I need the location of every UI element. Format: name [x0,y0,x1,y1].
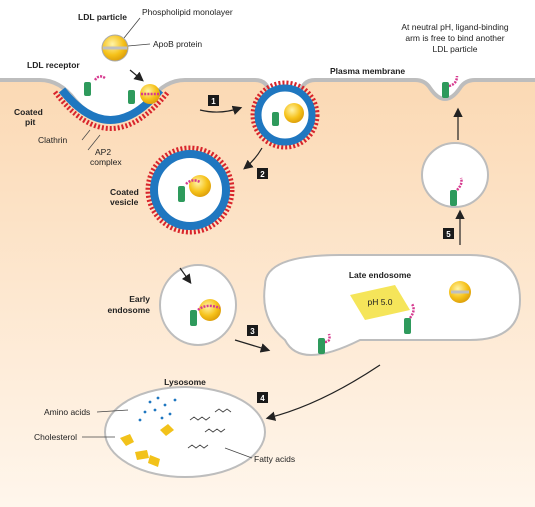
recycling-vesicle [421,142,489,208]
ap2-label-2: complex [90,157,122,167]
returned-receptor [442,75,459,98]
step-5: 5 [443,228,454,239]
pinching-vesicle [250,80,320,150]
ldl-receptor-label: LDL receptor [27,60,80,70]
ldl-particle [101,34,129,62]
amino-acids-label: Amino acids [44,407,90,417]
coated-pit-label-2: pit [25,117,36,127]
svg-text:2: 2 [260,170,265,179]
late-endosome-label: Late endosome [349,270,412,280]
ldl-particle-in-pit [84,75,160,104]
neutral-ph-label-3: LDL particle [432,44,477,54]
early-endosome-label-1: Early [129,294,150,304]
coated-vesicle-label-2: vesicle [110,197,139,207]
cholesterol-label: Cholesterol [34,432,77,442]
plasma-membrane-label: Plasma membrane [330,66,405,76]
phospholipid-label: Phospholipid monolayer [142,7,233,17]
late-endosome [263,254,522,356]
apob-label: ApoB protein [153,39,202,49]
coated-pit-label-1: Coated [14,107,43,117]
svg-text:5: 5 [446,230,451,239]
ph-label: pH 5.0 [367,297,392,307]
step-3: 3 [247,325,258,336]
lysosome [104,386,266,478]
svg-text:1: 1 [211,97,216,106]
clathrin-label: Clathrin [38,135,68,145]
pathway-arrows [179,105,465,421]
ap2-label-1: AP2 [95,147,111,157]
svg-text:4: 4 [260,394,265,403]
lysosome-label: Lysosome [164,377,206,387]
early-endosome-label-2: endosome [107,305,150,315]
step-1: 1 [208,95,219,106]
step-2: 2 [257,168,268,179]
neutral-ph-label-2: arm is free to bind another [405,33,504,43]
neutral-ph-label-1: At neutral pH, ligand-binding [401,22,509,32]
coated-vesicle [145,145,235,235]
coated-vesicle-label-1: Coated [110,187,139,197]
early-endosome [159,264,237,346]
fatty-acids-label: Fatty acids [254,454,295,464]
step-4: 4 [257,392,268,403]
ldl-particle-label: LDL particle [78,12,127,22]
svg-text:3: 3 [250,327,255,336]
leader-lines [81,129,253,459]
